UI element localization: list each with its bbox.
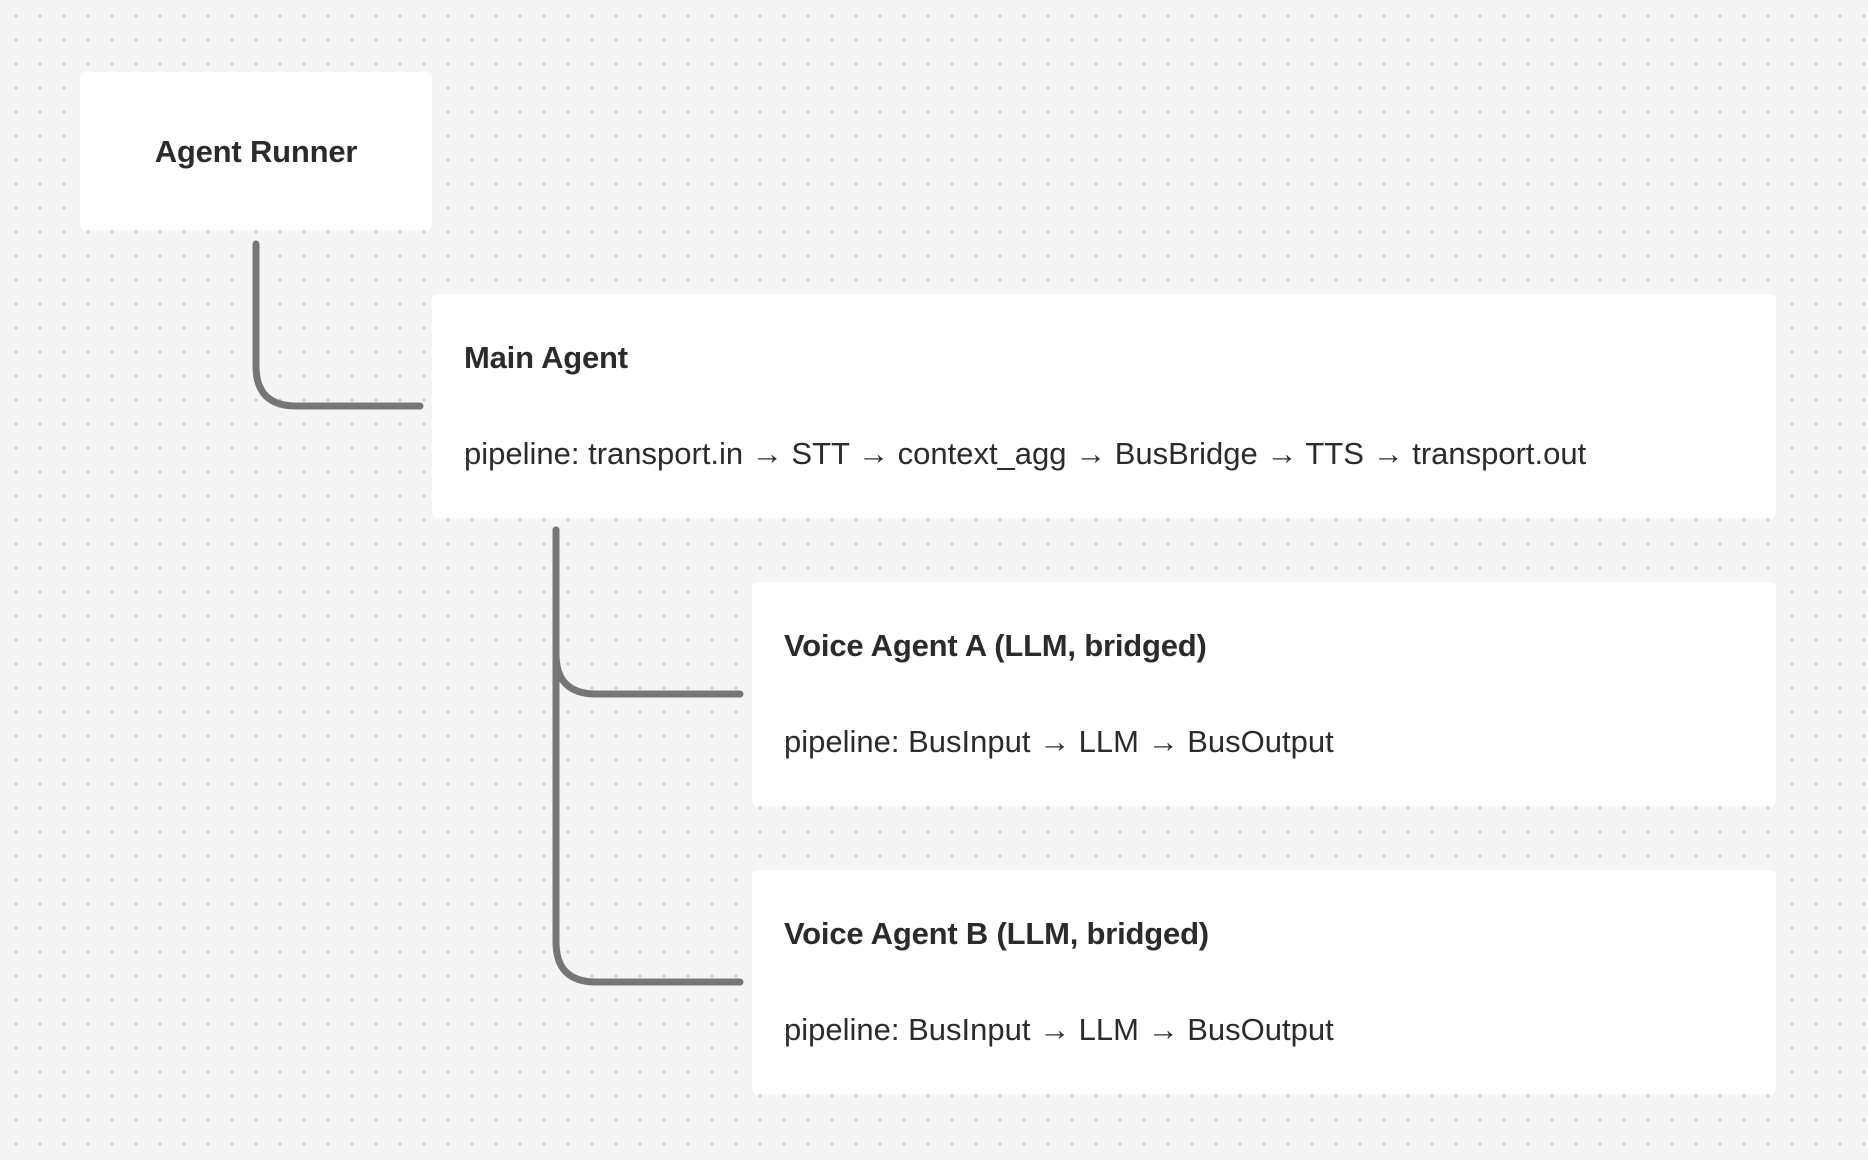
voice-agent-b-pipeline: pipeline: BusInput → LLM → BusOutput: [784, 1012, 1334, 1047]
voice-agent-a-title: Voice Agent A (LLM, bridged): [784, 628, 1207, 663]
voice-agent-b-title: Voice Agent B (LLM, bridged): [784, 916, 1209, 951]
agent-runner-title: Agent Runner: [154, 134, 358, 169]
main-agent-title: Main Agent: [464, 340, 628, 375]
connector-main-to-voice-agent-a: [552, 526, 744, 698]
main-agent-pipeline: pipeline: transport.in → STT → context_a…: [464, 436, 1587, 471]
voice-agent-b-node[interactable]: Voice Agent B (LLM, bridged) pipeline: B…: [752, 870, 1776, 1094]
voice-agent-a-pipeline: pipeline: BusInput → LLM → BusOutput: [784, 724, 1334, 759]
voice-agent-a-node[interactable]: Voice Agent A (LLM, bridged) pipeline: B…: [752, 582, 1776, 806]
connector-runner-to-main: [252, 240, 424, 410]
main-agent-node[interactable]: Main Agent pipeline: transport.in → STT …: [432, 294, 1776, 518]
connector-main-to-voice-agent-b: [552, 526, 744, 986]
agent-runner-node[interactable]: Agent Runner: [80, 72, 432, 230]
